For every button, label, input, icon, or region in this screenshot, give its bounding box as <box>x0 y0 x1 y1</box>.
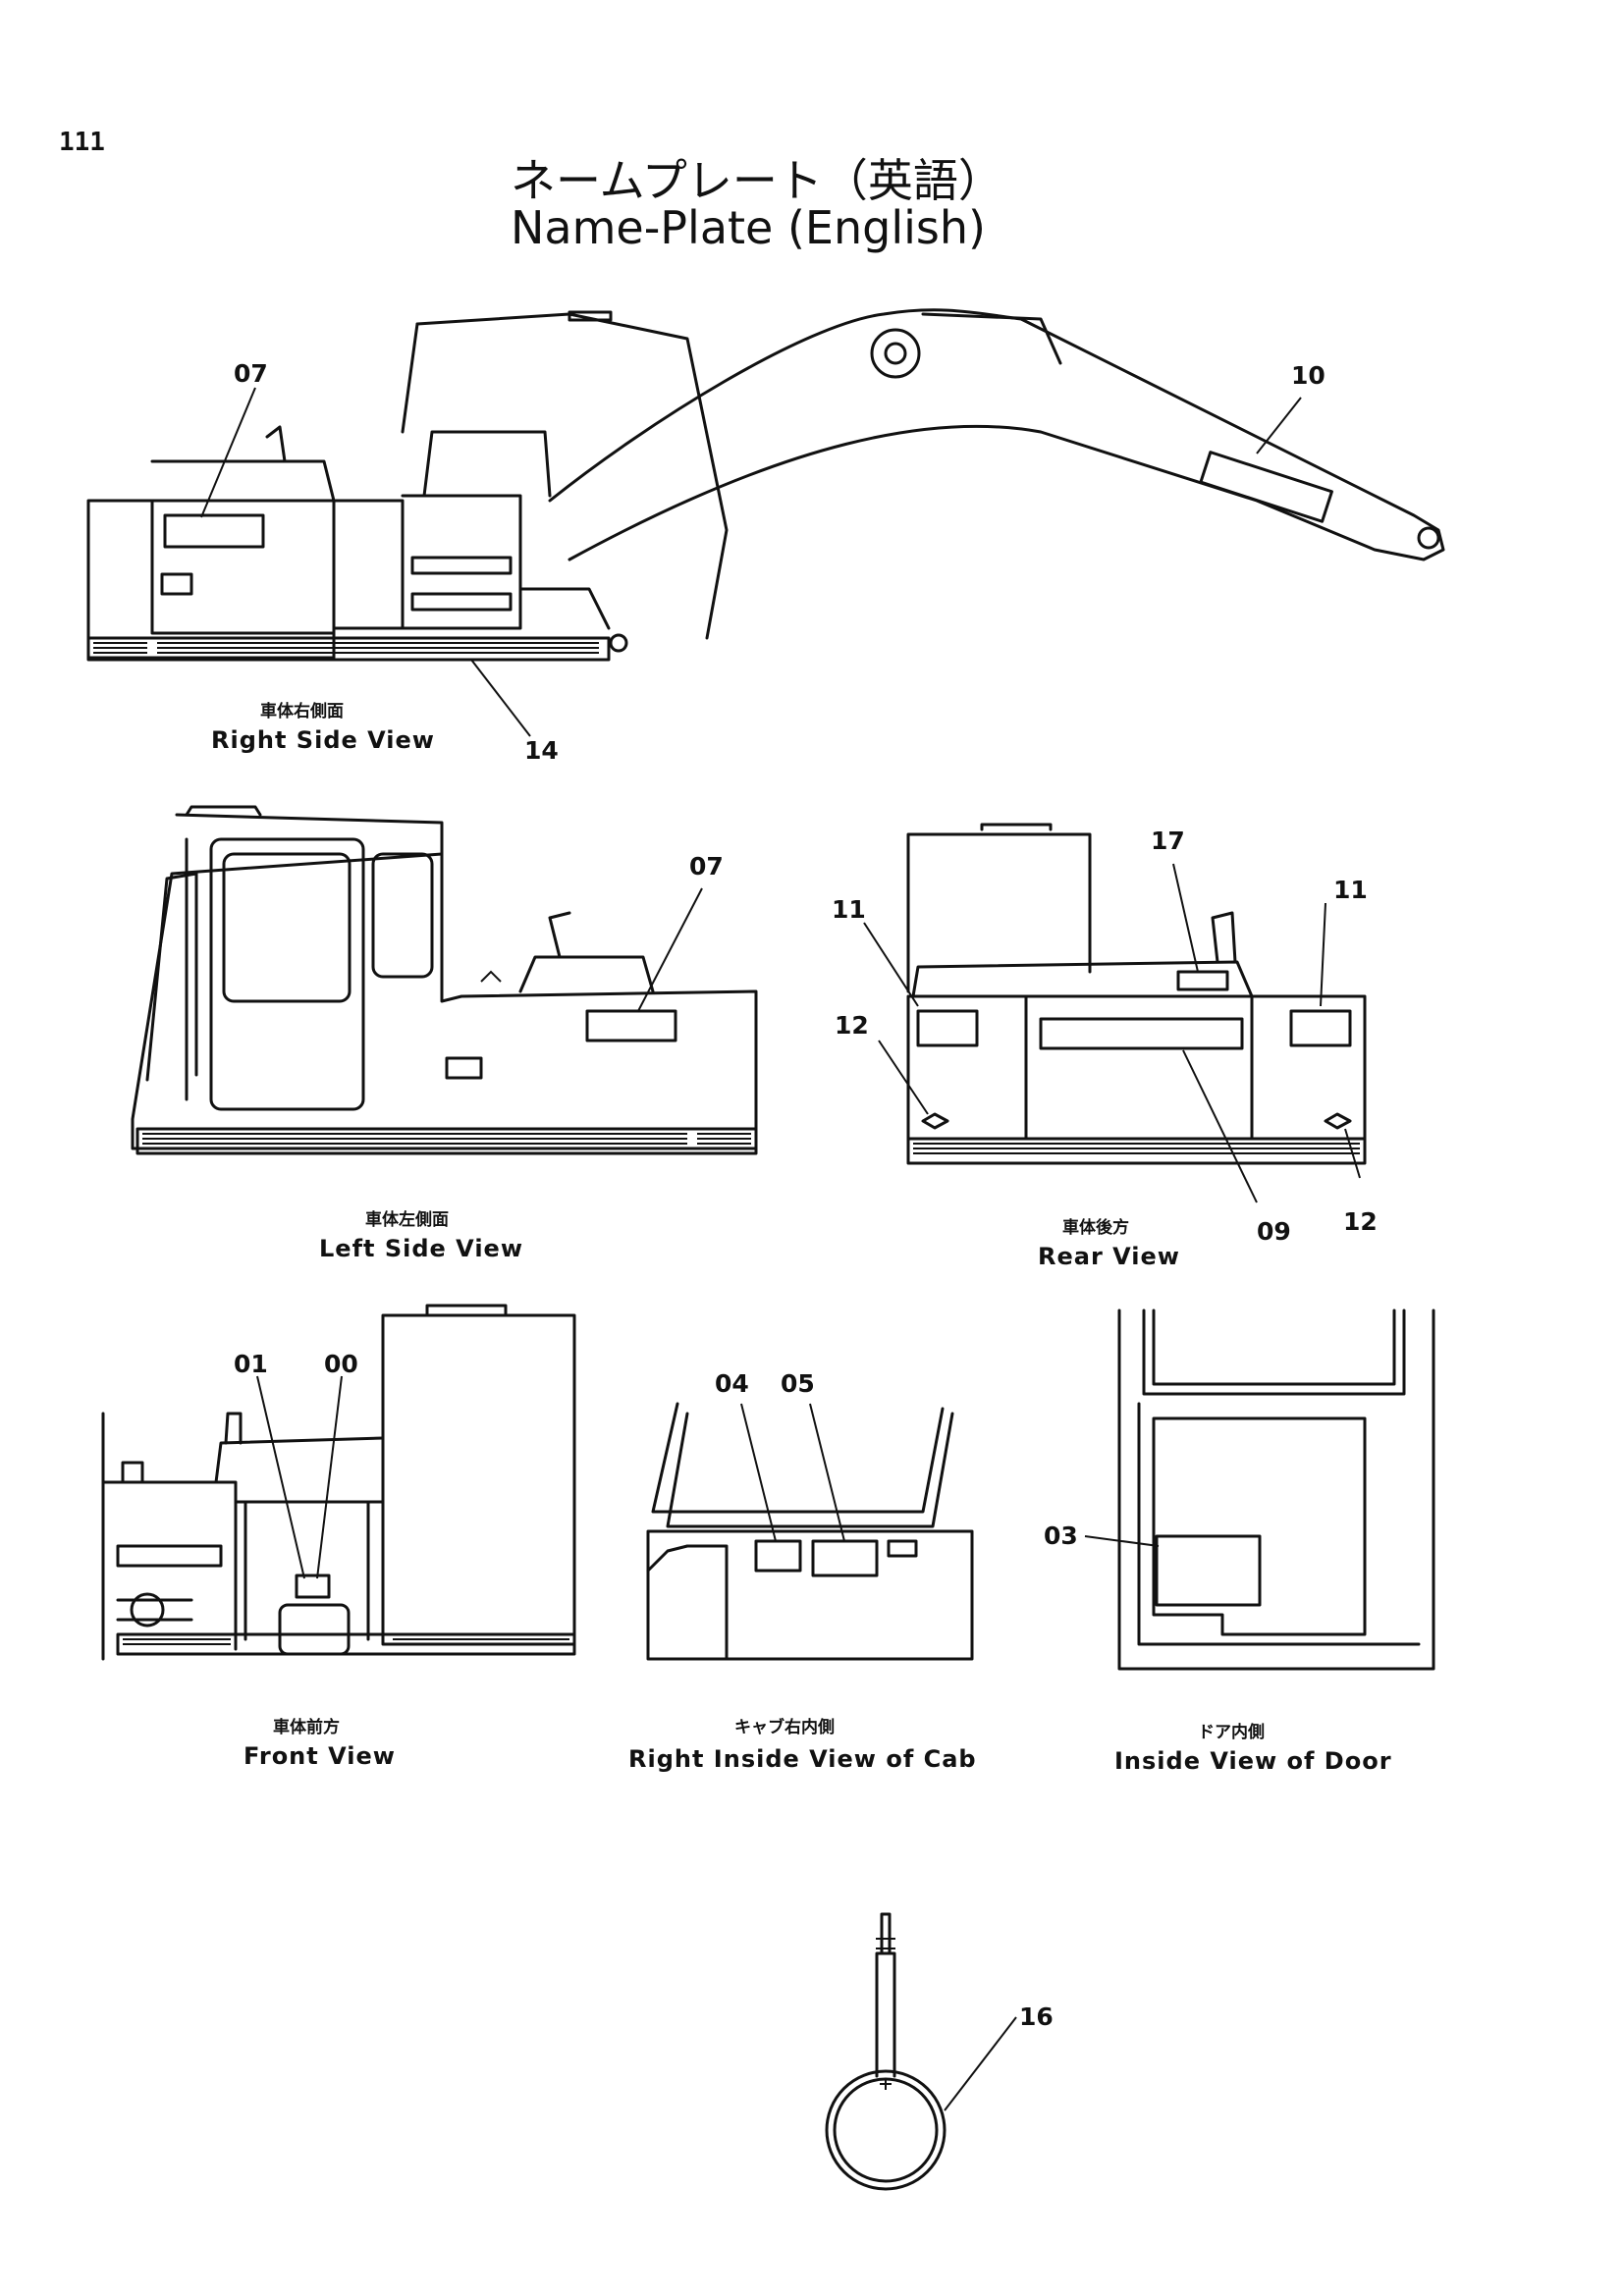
callout-07-right-side: 07 <box>234 359 268 388</box>
right-side-view-drawing <box>86 308 1445 737</box>
caption-cab-inside-jp: キャブ右内側 <box>734 1718 835 1737</box>
caption-left-side-jp: 車体左側面 <box>365 1210 449 1230</box>
callout-12-rear-left: 12 <box>835 1011 869 1040</box>
page-number: 111 <box>59 128 105 157</box>
callout-05-cab: 05 <box>781 1369 815 1398</box>
rear-view-drawing <box>863 823 1367 1203</box>
callout-16-tool: 16 <box>1019 2002 1054 2031</box>
callout-11-rear-left: 11 <box>832 895 866 924</box>
title-japanese: ネームプレート（英語） <box>511 154 1003 207</box>
callout-14-right-side: 14 <box>524 736 559 765</box>
caption-right-side-jp: 車体右側面 <box>260 702 344 721</box>
caption-right-side-en: Right Side View <box>211 726 435 754</box>
callout-17-rear: 17 <box>1151 827 1185 855</box>
tool-16-drawing <box>825 1912 1017 2191</box>
caption-rear-en: Rear View <box>1038 1243 1180 1270</box>
caption-door-inside-jp: ドア内側 <box>1198 1723 1265 1742</box>
door-inside-view-drawing <box>1084 1308 1435 1671</box>
callout-00-front: 00 <box>324 1350 358 1378</box>
caption-front-en: Front View <box>243 1742 396 1770</box>
callout-07-left-side: 07 <box>689 852 724 881</box>
left-side-view-drawing <box>131 805 758 1155</box>
caption-cab-inside-en: Right Inside View of Cab <box>628 1745 977 1773</box>
caption-door-inside-en: Inside View of Door <box>1114 1747 1392 1775</box>
title-english: Name-Plate (English) <box>511 201 986 254</box>
caption-left-side-en: Left Side View <box>319 1235 523 1262</box>
callout-04-cab: 04 <box>715 1369 749 1398</box>
callout-12-rear-right: 12 <box>1343 1207 1378 1236</box>
caption-rear-jp: 車体後方 <box>1062 1218 1129 1238</box>
caption-front-jp: 車体前方 <box>273 1718 340 1737</box>
cab-inside-view-drawing <box>646 1402 974 1661</box>
callout-10-right-side: 10 <box>1291 361 1325 390</box>
callout-11-rear-right: 11 <box>1333 876 1368 904</box>
callout-01-front: 01 <box>234 1350 268 1378</box>
callout-03-door: 03 <box>1044 1522 1078 1550</box>
front-view-drawing <box>101 1304 576 1661</box>
callout-09-rear: 09 <box>1257 1217 1291 1246</box>
